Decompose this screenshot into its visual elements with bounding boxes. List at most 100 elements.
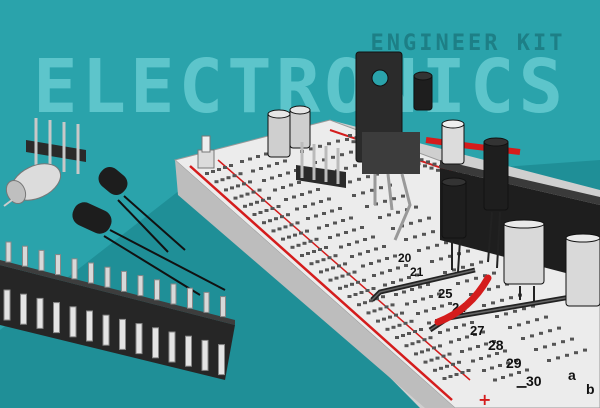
board-hole (239, 194, 244, 198)
board-hole (454, 326, 458, 329)
ic-pin-bottom (3, 289, 11, 321)
capacitor-top (413, 71, 433, 81)
capacitor-body (503, 221, 545, 285)
row-number-25: 25 (438, 286, 452, 301)
board-hole (495, 315, 499, 318)
ic-pin-bottom (36, 297, 44, 329)
column-letter-a: a (568, 367, 576, 383)
board-hole (362, 278, 366, 282)
loose-dip-ic (0, 241, 235, 380)
board-hole (493, 378, 497, 382)
board-hole (293, 233, 297, 237)
board-hole (469, 293, 473, 296)
board-hole (333, 254, 338, 258)
board-hole (305, 229, 309, 233)
board-hole (548, 329, 552, 333)
board-hole (377, 259, 381, 263)
board-hole (290, 245, 295, 249)
board-hole (465, 279, 469, 283)
board-hole (322, 158, 326, 162)
board-hole (460, 350, 464, 353)
board-hole (370, 188, 374, 192)
board-hole (353, 293, 358, 296)
board-hole (352, 228, 356, 232)
board-hole (379, 186, 383, 190)
board-hole (495, 352, 499, 355)
board-hole (331, 155, 335, 159)
board-hole (409, 319, 414, 323)
board-hole (383, 199, 387, 203)
board-hole (336, 139, 340, 143)
board-hole (543, 345, 547, 349)
board-hole (340, 274, 345, 278)
board-hole (369, 262, 373, 265)
subtitle-text: ENGINEER KIT (371, 31, 566, 56)
row-number-28: 28 (488, 337, 504, 353)
board-hole (328, 236, 332, 239)
ic-pin-bottom (102, 314, 110, 346)
board-hole (351, 140, 356, 144)
board-hole (570, 337, 574, 341)
board-hole (348, 180, 352, 184)
board-hole (292, 195, 296, 199)
loose-capacitor-silver (3, 163, 62, 207)
board-hole (388, 269, 392, 272)
board-hole (427, 321, 431, 325)
board-hole (402, 290, 406, 294)
board-hole (471, 359, 475, 363)
board-hole (371, 287, 376, 290)
board-hole (426, 160, 430, 164)
board-hole (561, 340, 565, 344)
board-hole (214, 180, 219, 184)
board-hole (451, 362, 455, 366)
board-hole (299, 231, 303, 235)
board-hole (492, 340, 496, 343)
capacitor-lead (487, 211, 493, 263)
board-hole (491, 301, 495, 305)
board-hole (333, 221, 337, 225)
ic-pin-top (220, 296, 226, 318)
board-hole (547, 359, 551, 362)
ic-pin-bottom (86, 310, 93, 342)
board-hole (277, 227, 282, 231)
board-hole (437, 292, 441, 296)
board-hole (325, 224, 329, 227)
board-hole (418, 285, 422, 289)
board-hole (479, 357, 483, 360)
board-hole (243, 204, 247, 208)
board-hole (410, 342, 415, 346)
board-hole (251, 169, 255, 173)
ic-pin-top (22, 245, 28, 267)
board-hole (430, 260, 434, 263)
board-hole (300, 254, 304, 257)
board-hole (498, 364, 502, 367)
board-hole (375, 297, 379, 301)
board-hole (366, 250, 370, 253)
board-hole (318, 144, 322, 148)
board-hole (429, 358, 434, 362)
board-hole (468, 347, 472, 351)
ic-pin-top (121, 270, 127, 292)
board-hole (297, 181, 301, 184)
board-hole (506, 361, 510, 365)
ic-pin-top (170, 283, 177, 305)
board-hole (385, 327, 390, 331)
board-hole (358, 252, 362, 256)
board-hole (331, 266, 335, 270)
ic-pin-top (5, 241, 12, 263)
ic-pin-bottom (119, 318, 126, 350)
ic-pin-top (38, 249, 45, 271)
ic-pin-bottom (201, 339, 209, 371)
board-hole (223, 166, 227, 169)
rail-red-line-front (189, 165, 453, 401)
board-hole (264, 209, 269, 212)
board-hole (474, 276, 478, 280)
board-hole (525, 368, 529, 372)
board-hole (557, 326, 561, 330)
board-hole (496, 285, 500, 289)
board-hole (509, 373, 513, 377)
board-hole (391, 227, 395, 230)
board-hole (205, 172, 209, 175)
board-hole (340, 153, 344, 157)
